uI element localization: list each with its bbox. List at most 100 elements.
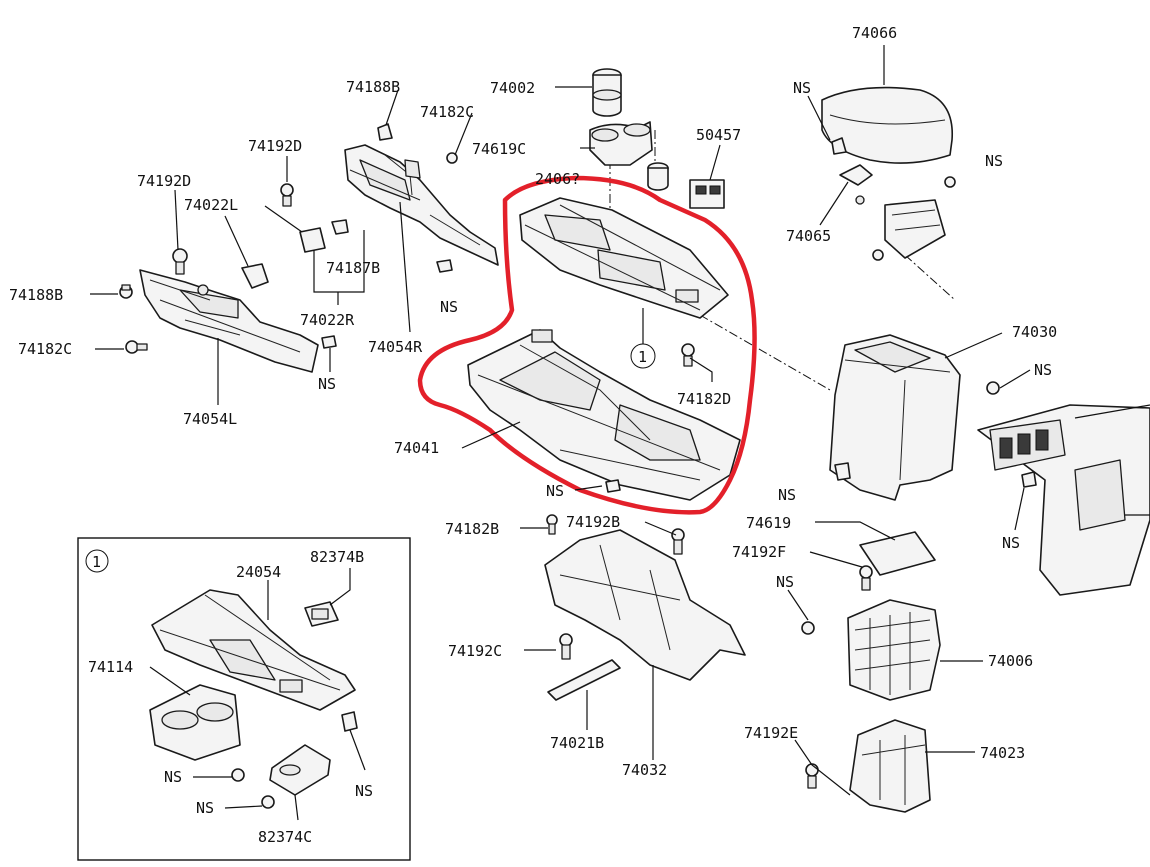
part-ns-screw-rear[interactable] bbox=[986, 381, 1000, 395]
part-74192d-screw-left[interactable] bbox=[172, 248, 188, 275]
part-74192d-screw-mid[interactable] bbox=[280, 183, 294, 207]
part-50457-switch[interactable] bbox=[689, 179, 725, 209]
label-74032: 74032 bbox=[622, 761, 667, 779]
part-74619-pad[interactable] bbox=[859, 531, 936, 576]
highlight-outline bbox=[417, 175, 757, 515]
part-labels: 74066 74002 74188B 74182C 74619C 2406? 5… bbox=[9, 24, 1057, 846]
label-ns-rear: NS bbox=[1002, 534, 1020, 552]
label-74188b-top: 74188B bbox=[346, 78, 400, 96]
label-74054l: 74054L bbox=[183, 410, 237, 428]
part-74021b-bracket-strip[interactable] bbox=[547, 659, 621, 701]
part-ns-clip-mid[interactable] bbox=[436, 259, 453, 273]
label-74192d-a: 74192D bbox=[248, 137, 302, 155]
part-74182c-screw-top[interactable] bbox=[446, 152, 458, 164]
label-74022l: 74022L bbox=[184, 196, 238, 214]
label-74192c: 74192C bbox=[448, 642, 502, 660]
part-2406x-socket[interactable] bbox=[647, 162, 669, 191]
part-74030-console-box[interactable] bbox=[829, 334, 961, 501]
inset-ref-circle bbox=[85, 549, 109, 573]
part-ns-screw-armrest[interactable] bbox=[872, 176, 956, 261]
label-74182d: 74182D bbox=[677, 390, 731, 408]
part-74002-cup-holder[interactable] bbox=[592, 68, 622, 117]
label-ns-top-right: NS bbox=[985, 152, 1003, 170]
part-74188b-clip-left[interactable] bbox=[119, 284, 133, 299]
part-ns-clip-left[interactable] bbox=[321, 335, 337, 349]
part-74066-armrest-lid[interactable] bbox=[821, 86, 953, 164]
label-74188b-left: 74188B bbox=[9, 286, 63, 304]
part-ns-clip-rear[interactable] bbox=[1021, 471, 1037, 488]
part-74054r-right-side-panel[interactable] bbox=[344, 144, 499, 266]
part-24054-console-top-trim[interactable] bbox=[519, 197, 729, 319]
label-74066: 74066 bbox=[852, 24, 897, 42]
label-74192d-b: 74192D bbox=[137, 172, 191, 190]
part-74192f-screw[interactable] bbox=[859, 565, 873, 591]
inset-ns-screws[interactable] bbox=[231, 768, 275, 809]
label-74114: 74114 bbox=[88, 658, 133, 676]
label-74002: 74002 bbox=[490, 79, 535, 97]
part-74023-lower-bracket[interactable] bbox=[849, 719, 931, 813]
label-ns-inset-screw-b: NS bbox=[196, 799, 214, 817]
part-74022l-clip[interactable] bbox=[241, 263, 269, 289]
part-74619c-cup-holder-insert[interactable] bbox=[589, 121, 653, 166]
label-74192b: 74192B bbox=[566, 513, 620, 531]
detail-inset-frame bbox=[77, 537, 411, 861]
label-ns-inset-clip: NS bbox=[355, 782, 373, 800]
part-ns-screw-audio[interactable] bbox=[801, 621, 815, 635]
part-ns-clip-box[interactable] bbox=[834, 462, 851, 481]
label-74006: 74006 bbox=[988, 652, 1033, 670]
label-74182c-left: 74182C bbox=[18, 340, 72, 358]
label-74192e: 74192E bbox=[744, 724, 798, 742]
part-74022r-clip[interactable] bbox=[299, 227, 326, 253]
part-74041-floor-console[interactable] bbox=[467, 329, 741, 501]
inset-24054-top-trim[interactable] bbox=[151, 589, 356, 711]
label-ns-box-right: NS bbox=[1034, 361, 1052, 379]
label-74065: 74065 bbox=[786, 227, 831, 245]
part-74187b-clip[interactable] bbox=[331, 219, 349, 235]
part-74065-hinge[interactable] bbox=[839, 164, 873, 205]
label-74187b: 74187B bbox=[326, 259, 380, 277]
part-74054l-left-side-panel[interactable] bbox=[139, 269, 319, 373]
label-74054r: 74054R bbox=[368, 338, 423, 356]
label-24054: 24054 bbox=[236, 563, 281, 581]
part-74182b-screw[interactable] bbox=[546, 514, 558, 535]
part-ns-clip-console[interactable] bbox=[605, 479, 621, 493]
label-2406x-hidden: 2406? bbox=[535, 170, 580, 188]
label-74021b: 74021B bbox=[550, 734, 604, 752]
part-latch-assembly[interactable] bbox=[884, 199, 946, 259]
inset-82374c-switch-panel[interactable] bbox=[269, 744, 331, 796]
part-74032-console-bracket[interactable] bbox=[544, 529, 746, 681]
label-ns-left: NS bbox=[318, 375, 336, 393]
main-ref-circle bbox=[630, 343, 656, 369]
inset-ns-clip[interactable] bbox=[341, 711, 358, 732]
inset-82374b-clip[interactable] bbox=[304, 601, 339, 627]
label-ns-inset-screw-a: NS bbox=[164, 768, 182, 786]
part-rear-vent-panel[interactable] bbox=[977, 404, 1150, 596]
label-ns-audio: NS bbox=[776, 573, 794, 591]
label-ns-box-bottom: NS bbox=[778, 486, 796, 504]
label-ns-armrest: NS bbox=[793, 79, 811, 97]
label-74619: 74619 bbox=[746, 514, 791, 532]
label-ns-console: NS bbox=[546, 482, 564, 500]
part-74182d-screw[interactable] bbox=[681, 343, 695, 367]
part-74192b-screw[interactable] bbox=[671, 528, 685, 555]
inset-74114-tray[interactable] bbox=[149, 684, 241, 761]
label-74192f: 74192F bbox=[732, 543, 786, 561]
label-74030: 74030 bbox=[1012, 323, 1057, 341]
label-50457: 50457 bbox=[696, 126, 741, 144]
label-ns-mid: NS bbox=[440, 298, 458, 316]
label-74182c-top: 74182C bbox=[420, 103, 474, 121]
main-ref-number: 1 bbox=[638, 348, 647, 366]
label-74022r: 74022R bbox=[300, 311, 355, 329]
part-74192c-screw[interactable] bbox=[559, 633, 573, 660]
part-ns-cap-armrest[interactable] bbox=[831, 137, 847, 155]
label-74619c: 74619C bbox=[472, 140, 526, 158]
label-74182b: 74182B bbox=[445, 520, 499, 538]
label-82374b: 82374B bbox=[310, 548, 364, 566]
part-74006-audio-unit[interactable] bbox=[847, 599, 941, 701]
leader-lines bbox=[90, 45, 1150, 821]
inset-ref-number: 1 bbox=[92, 553, 101, 571]
label-74023: 74023 bbox=[980, 744, 1025, 762]
part-74182c-screw-left[interactable] bbox=[125, 340, 148, 354]
part-74188b-clip-top[interactable] bbox=[377, 123, 393, 141]
